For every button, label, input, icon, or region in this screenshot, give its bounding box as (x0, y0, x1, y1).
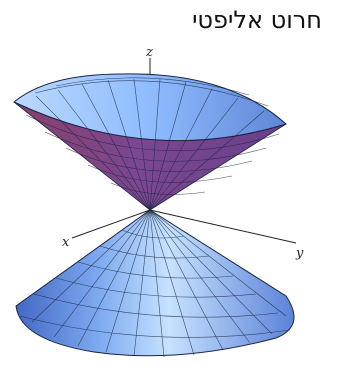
y-axis (149, 209, 297, 244)
x-axis-label: x (62, 235, 70, 250)
y-axis-label: y (295, 246, 304, 261)
lower-nappe (15, 209, 295, 358)
x-axis (71, 209, 151, 239)
upper-nappe-mesh (25, 77, 280, 211)
lower-nappe-mesh (19, 209, 291, 358)
z-axis-label: z (145, 45, 153, 60)
upper-nappe-rim (13, 73, 287, 142)
upper-nappe (13, 73, 287, 211)
lower-nappe-surface (15, 209, 295, 357)
page-title: חרוט אליפטי (192, 6, 322, 34)
